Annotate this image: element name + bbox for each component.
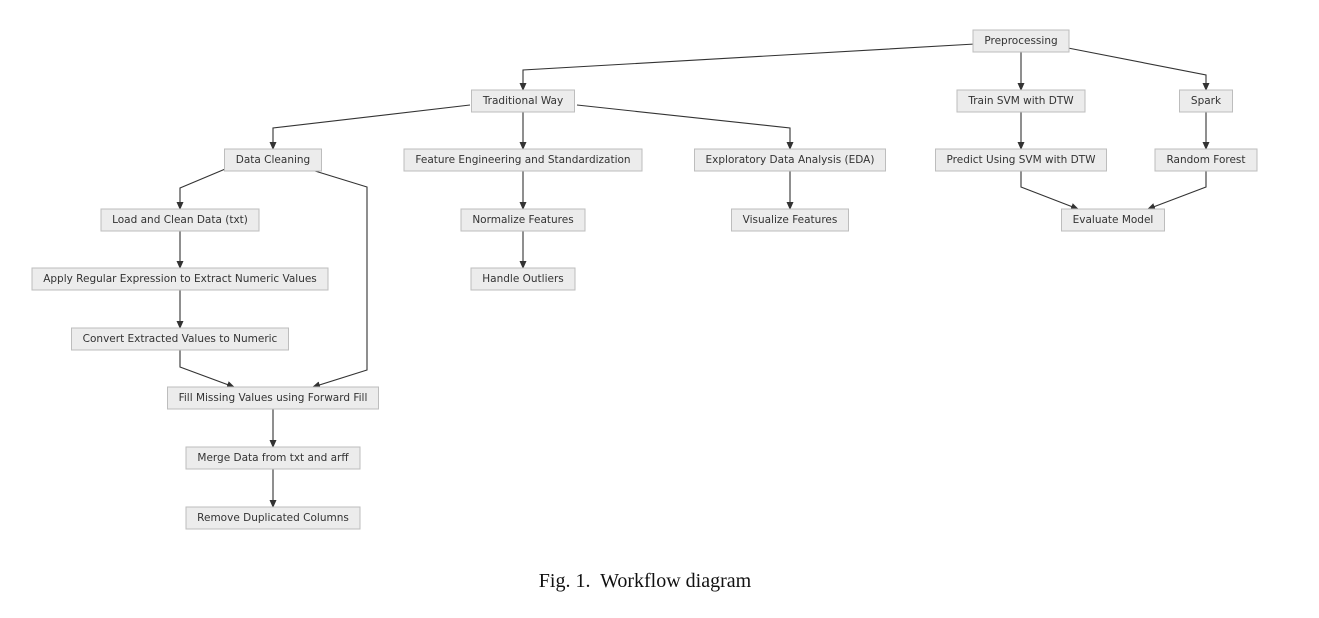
node-box: [935, 148, 1107, 172]
node-label: Preprocessing: [984, 35, 1057, 47]
node-box: [100, 208, 260, 232]
node-evaluate: Evaluate Model: [1061, 208, 1165, 232]
node-normalize: Normalize Features: [460, 208, 586, 232]
edge-preprocessing-to-traditional-way: [519, 43, 976, 91]
edge-traditional-way-to-eda: [576, 104, 794, 150]
node-box: [185, 506, 361, 530]
edge-traditional-way-to-data-cleaning: [269, 104, 471, 150]
node-label: Random Forest: [1166, 154, 1245, 166]
node-load-clean: Load and Clean Data (txt): [100, 208, 260, 232]
edge-data-cleaning-to-load-clean: [176, 166, 231, 210]
node-train-svm: Train SVM with DTW: [956, 89, 1086, 113]
node-preprocessing: Preprocessing: [972, 29, 1070, 53]
node-traditional-way: Traditional Way: [471, 89, 575, 113]
node-box: [1061, 208, 1165, 232]
node-box: [972, 29, 1070, 53]
edge-data-cleaning-to-fill-missing: [312, 170, 368, 389]
node-label: Fill Missing Values using Forward Fill: [179, 392, 368, 404]
node-label: Apply Regular Expression to Extract Nume…: [43, 273, 317, 285]
node-box: [185, 446, 361, 470]
node-label: Convert Extracted Values to Numeric: [83, 333, 278, 345]
node-merge: Merge Data from txt and arff: [185, 446, 361, 470]
node-label: Handle Outliers: [482, 273, 563, 285]
node-convert: Convert Extracted Values to Numeric: [71, 327, 289, 351]
node-label: Evaluate Model: [1073, 214, 1154, 226]
node-box: [71, 327, 289, 351]
node-label: Traditional Way: [482, 95, 563, 107]
node-label: Load and Clean Data (txt): [112, 214, 248, 226]
node-random-forest: Random Forest: [1154, 148, 1258, 172]
node-label: Spark: [1191, 95, 1222, 107]
node-label: Data Cleaning: [236, 154, 310, 166]
node-data-cleaning: Data Cleaning: [224, 148, 322, 172]
node-box: [694, 148, 886, 172]
edge-random-forest-to-evaluate: [1147, 171, 1207, 210]
node-label: Remove Duplicated Columns: [197, 512, 349, 524]
node-box: [403, 148, 643, 172]
node-box: [167, 386, 379, 410]
node-label: Exploratory Data Analysis (EDA): [706, 154, 875, 166]
node-box: [1154, 148, 1258, 172]
node-fill-missing: Fill Missing Values using Forward Fill: [167, 386, 379, 410]
node-box: [470, 267, 576, 291]
node-label: Merge Data from txt and arff: [197, 452, 349, 464]
node-predict-svm: Predict Using SVM with DTW: [935, 148, 1107, 172]
node-visualize: Visualize Features: [731, 208, 849, 232]
node-box: [460, 208, 586, 232]
node-box: [731, 208, 849, 232]
node-spark: Spark: [1179, 89, 1233, 113]
node-outliers: Handle Outliers: [470, 267, 576, 291]
edges-layer: [176, 43, 1210, 508]
node-feature-engineering: Feature Engineering and Standardization: [403, 148, 643, 172]
node-regex: Apply Regular Expression to Extract Nume…: [31, 267, 329, 291]
node-box: [471, 89, 575, 113]
figure-caption: Fig. 1. Workflow diagram: [538, 570, 752, 592]
node-box: [224, 148, 322, 172]
node-box: [31, 267, 329, 291]
node-label: Feature Engineering and Standardization: [415, 154, 630, 166]
node-box: [1179, 89, 1233, 113]
edge-predict-svm-to-evaluate: [1020, 171, 1079, 210]
node-remove-dup: Remove Duplicated Columns: [185, 506, 361, 530]
node-label: Predict Using SVM with DTW: [947, 154, 1097, 166]
edge-preprocessing-to-spark: [1067, 47, 1210, 91]
edge-convert-to-fill-missing: [179, 350, 235, 388]
node-label: Normalize Features: [472, 214, 573, 226]
node-eda: Exploratory Data Analysis (EDA): [694, 148, 886, 172]
node-label: Train SVM with DTW: [967, 95, 1074, 107]
node-label: Visualize Features: [743, 214, 838, 226]
node-box: [956, 89, 1086, 113]
